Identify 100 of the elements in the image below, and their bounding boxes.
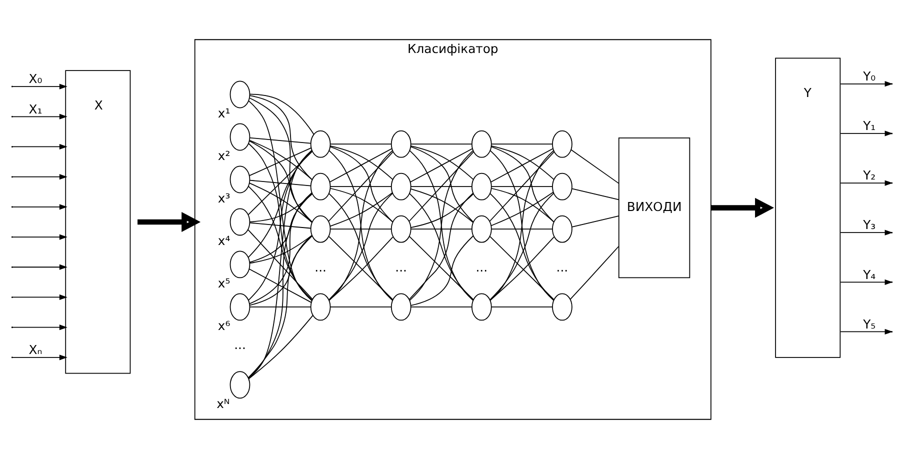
node-circle bbox=[230, 293, 250, 321]
node-circle bbox=[230, 166, 250, 194]
arrow bbox=[12, 174, 68, 180]
edge-label: Y₅ bbox=[863, 316, 876, 332]
connector bbox=[248, 100, 312, 302]
connector bbox=[409, 150, 474, 301]
connector bbox=[491, 306, 553, 308]
node-circle bbox=[390, 172, 412, 200]
connector bbox=[249, 222, 312, 229]
connector bbox=[249, 95, 312, 180]
edge-label: Y₀ bbox=[863, 68, 876, 84]
connector bbox=[249, 235, 312, 264]
connector bbox=[249, 235, 313, 306]
connector bbox=[249, 137, 312, 144]
connector bbox=[248, 150, 313, 215]
connector bbox=[250, 94, 314, 135]
connector bbox=[249, 140, 312, 180]
connector bbox=[330, 144, 392, 145]
node-label: x² bbox=[218, 148, 230, 164]
connector bbox=[249, 140, 313, 222]
connector bbox=[249, 147, 312, 176]
node-box: Y bbox=[775, 58, 841, 358]
edge-label: X₀ bbox=[28, 71, 42, 86]
connector bbox=[248, 229, 313, 300]
edge-label: Y₃ bbox=[863, 217, 876, 232]
connector bbox=[491, 228, 553, 230]
connector bbox=[248, 150, 312, 379]
node-label: x⁴ bbox=[218, 233, 230, 248]
connector bbox=[248, 315, 314, 380]
connector bbox=[572, 188, 620, 200]
arrow bbox=[12, 204, 68, 210]
node-circle bbox=[552, 130, 572, 158]
connector bbox=[248, 234, 312, 378]
edge-label: Y₁ bbox=[863, 118, 876, 134]
node-circle bbox=[390, 215, 412, 243]
connector bbox=[410, 228, 472, 230]
node-circle bbox=[390, 293, 412, 321]
node-circle bbox=[310, 130, 331, 158]
connector bbox=[491, 186, 553, 187]
node-circle bbox=[471, 215, 492, 243]
label: ... bbox=[234, 337, 246, 352]
node-circle bbox=[230, 371, 250, 399]
edge-label: Xₙ bbox=[28, 342, 42, 358]
connector bbox=[248, 150, 313, 258]
connector bbox=[248, 268, 312, 303]
connector bbox=[248, 192, 312, 378]
connector bbox=[410, 188, 474, 223]
connector bbox=[249, 192, 313, 263]
node-circle bbox=[471, 293, 492, 321]
connector bbox=[410, 144, 472, 145]
node-circle bbox=[471, 130, 492, 158]
node-label: xᴺ bbox=[216, 396, 230, 412]
connector bbox=[249, 193, 313, 222]
connector bbox=[248, 182, 312, 223]
node-label: x³ bbox=[218, 190, 230, 206]
node-circle bbox=[230, 250, 250, 278]
label: ... bbox=[314, 259, 326, 274]
node-label: x⁵ bbox=[218, 276, 230, 291]
connector bbox=[249, 180, 312, 186]
arrow bbox=[12, 84, 68, 90]
arrow bbox=[12, 354, 68, 360]
connector bbox=[249, 98, 312, 223]
connector bbox=[572, 216, 620, 228]
arrow bbox=[12, 294, 68, 300]
connector bbox=[491, 144, 553, 145]
arrow bbox=[710, 198, 774, 218]
connector bbox=[570, 149, 620, 184]
connector bbox=[328, 150, 393, 301]
connector bbox=[490, 150, 554, 301]
connector bbox=[410, 186, 472, 187]
arrow bbox=[12, 264, 68, 270]
node-box: X bbox=[65, 70, 131, 374]
arrow bbox=[12, 114, 68, 120]
label: ... bbox=[556, 259, 568, 274]
node-label: x⁶ bbox=[218, 318, 230, 334]
connector bbox=[330, 306, 392, 308]
label: ... bbox=[395, 259, 408, 274]
connector bbox=[410, 194, 474, 228]
node-circle bbox=[390, 130, 412, 158]
connector bbox=[330, 228, 392, 230]
arrow bbox=[138, 212, 201, 232]
node-circle bbox=[310, 215, 331, 243]
node-circle bbox=[552, 215, 572, 243]
node-box: ВИХОДИ bbox=[618, 137, 690, 278]
arrow bbox=[12, 234, 68, 240]
node-circle bbox=[552, 293, 572, 321]
node-circle bbox=[310, 172, 331, 200]
node-circle bbox=[230, 123, 250, 151]
connector bbox=[249, 306, 312, 308]
node-label: x¹ bbox=[218, 106, 230, 121]
node-circle bbox=[230, 80, 250, 108]
edge-label: Y₂ bbox=[863, 168, 876, 183]
connector bbox=[410, 306, 472, 308]
node-circle bbox=[552, 172, 572, 200]
node-circle bbox=[310, 293, 331, 321]
node-circle bbox=[471, 172, 492, 200]
node-circle bbox=[230, 208, 250, 236]
arrow bbox=[12, 144, 68, 150]
connector bbox=[330, 186, 392, 187]
label: ... bbox=[476, 259, 488, 274]
